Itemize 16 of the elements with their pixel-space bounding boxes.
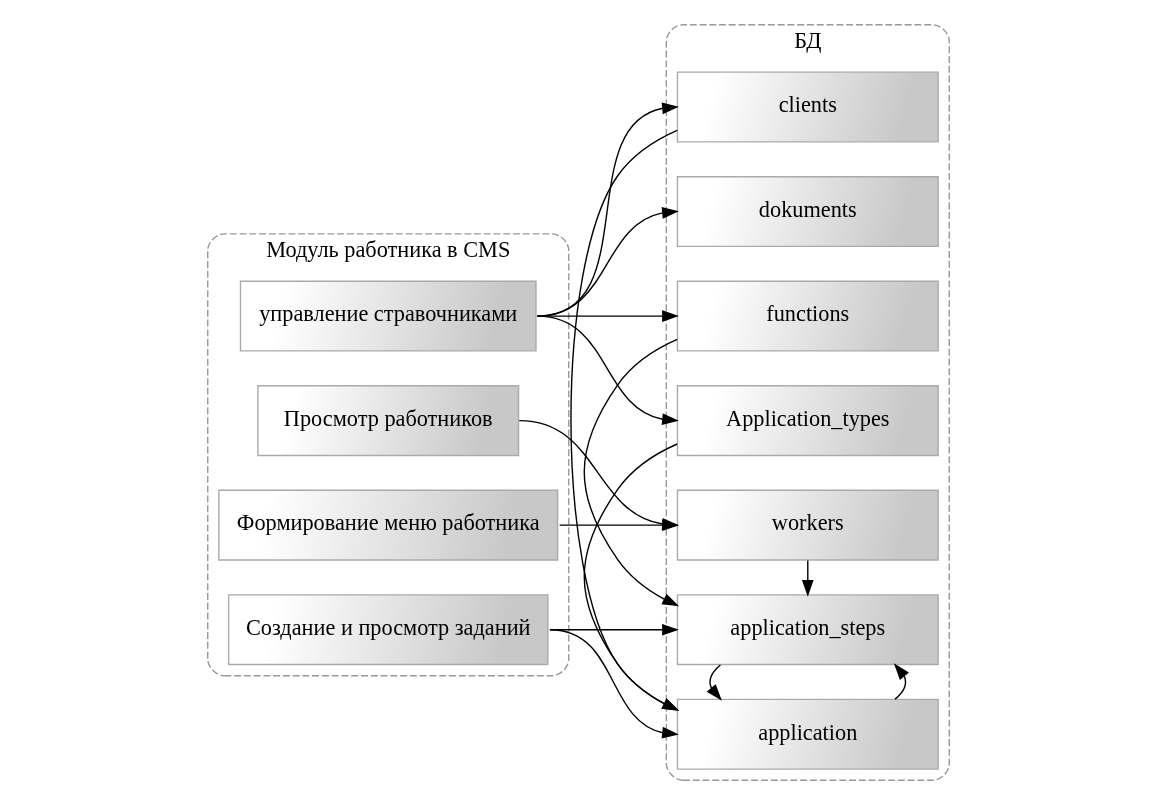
node-box: functions xyxy=(676,280,939,352)
node-box: Application_types xyxy=(676,385,939,457)
node-box: application_steps xyxy=(676,594,939,666)
arrow xyxy=(536,315,679,426)
arrow xyxy=(706,664,722,701)
node-box: workers xyxy=(676,489,939,561)
arrow xyxy=(893,663,909,700)
arrow xyxy=(801,559,814,597)
node-box: Создание и просмотр заданий xyxy=(227,594,549,666)
node-box: dokuments xyxy=(676,176,939,248)
node-box: application xyxy=(676,698,939,770)
node-box: clients xyxy=(676,71,939,143)
node-box: управление стравочниками xyxy=(239,280,537,352)
node-box: Формирование меню работника xyxy=(218,489,559,561)
arrow xyxy=(549,629,679,739)
node-box: Просмотр работников xyxy=(257,385,520,457)
